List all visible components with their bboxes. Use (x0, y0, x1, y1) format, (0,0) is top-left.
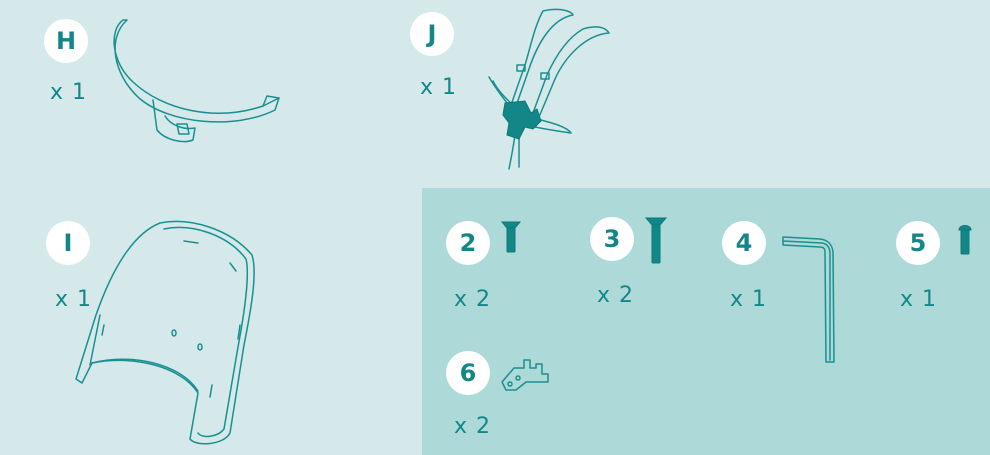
part-h-badge: H (44, 19, 88, 63)
seat-shell-icon (75, 220, 255, 445)
part-h-quantity: x 1 (50, 80, 88, 105)
long-screw-icon (644, 217, 668, 264)
part-j-quantity: x 1 (420, 75, 458, 100)
cap-screw-icon (958, 225, 972, 255)
hardware-3-quantity: x 2 (597, 283, 635, 308)
bracket-icon (501, 359, 549, 391)
hardware-3-badge: 3 (590, 217, 634, 261)
part-j-badge: J (410, 12, 454, 56)
hardware-6-quantity: x 2 (454, 414, 492, 439)
hardware-panel (422, 188, 990, 455)
hardware-2-badge: 2 (446, 221, 490, 265)
tray-arm-icon (113, 19, 280, 143)
short-screw-icon (500, 221, 522, 253)
part-i-quantity: x 1 (55, 287, 93, 312)
hardware-4-quantity: x 1 (730, 287, 768, 312)
part-i-badge: I (46, 221, 90, 265)
hardware-5-quantity: x 1 (900, 287, 938, 312)
hardware-6-badge: 6 (446, 351, 490, 395)
harness-straps-icon (488, 8, 610, 170)
hardware-5-badge: 5 (896, 221, 940, 265)
hardware-4-badge: 4 (722, 221, 766, 265)
allen-key-icon (782, 236, 835, 363)
hardware-2-quantity: x 2 (454, 287, 492, 312)
